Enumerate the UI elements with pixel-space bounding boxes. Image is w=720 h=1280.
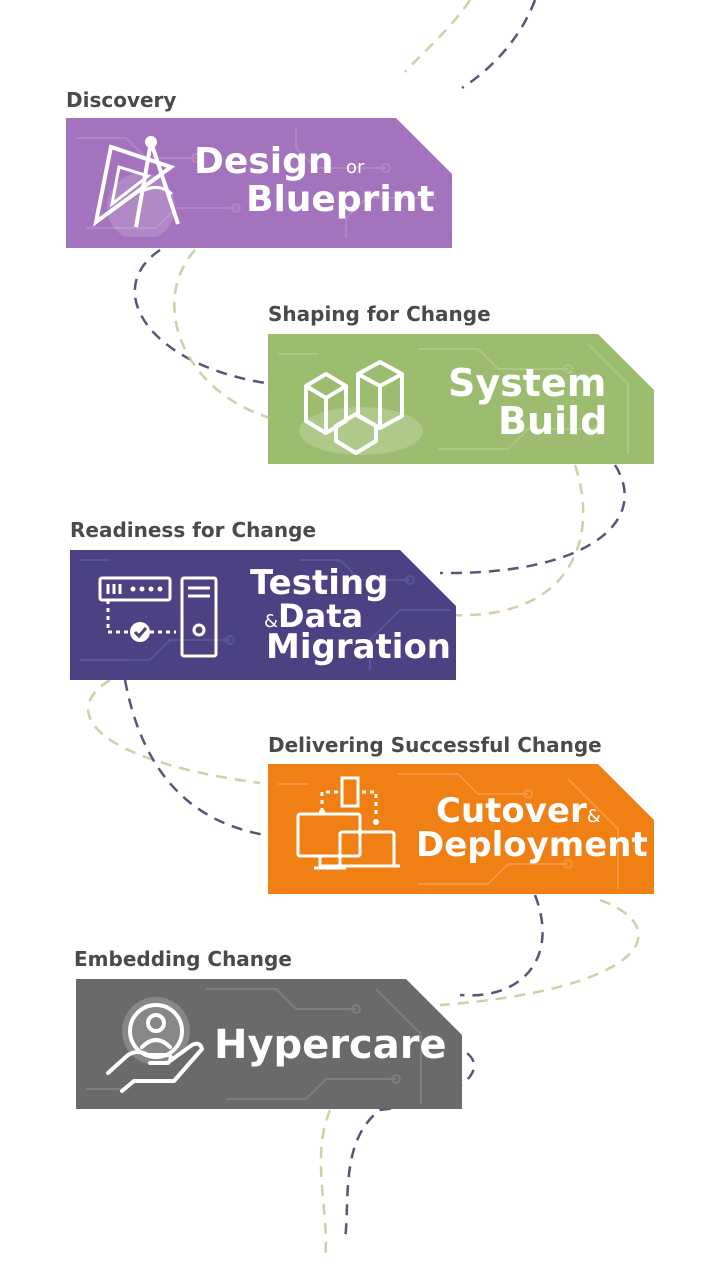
stage-label-shaping: Shaping for Change [268, 302, 491, 326]
title-design: Design or [194, 141, 365, 182]
title-blueprint: Blueprint [246, 179, 435, 220]
title-migration: Migration [266, 627, 452, 667]
title-data: &Data [264, 597, 364, 635]
panel-testing-migration[interactable]: Testing &Data Migration [70, 550, 456, 680]
title-build: Build [498, 399, 608, 443]
panel-hypercare[interactable]: Hypercare [76, 979, 462, 1109]
panel-background [268, 764, 654, 894]
title-hypercare: Hypercare [214, 1022, 447, 1068]
server-check-icon [98, 576, 218, 658]
title-cutover: Cutover& [436, 791, 601, 831]
stage-label-readiness: Readiness for Change [70, 518, 317, 542]
computers-transfer-icon [296, 776, 400, 870]
panel-design-blueprint[interactable]: Design or Blueprint [66, 118, 452, 248]
hand-person-icon [106, 997, 204, 1093]
panel-cutover-deployment[interactable]: Cutover& Deployment [268, 764, 654, 894]
stage-label-embedding: Embedding Change [74, 947, 292, 971]
compass-triangle-icon [93, 136, 180, 237]
title-deployment: Deployment [416, 825, 648, 865]
panel-background [66, 118, 452, 248]
panel-system-build[interactable]: System Build [268, 334, 654, 464]
blocks-icon [299, 360, 423, 455]
panel-background [268, 334, 654, 464]
stage-label-delivering: Delivering Successful Change [268, 733, 602, 757]
stage-label-discovery: Discovery [66, 88, 177, 112]
title-system: System [448, 361, 607, 405]
title-testing: Testing [250, 563, 389, 603]
panel-background [70, 550, 456, 680]
